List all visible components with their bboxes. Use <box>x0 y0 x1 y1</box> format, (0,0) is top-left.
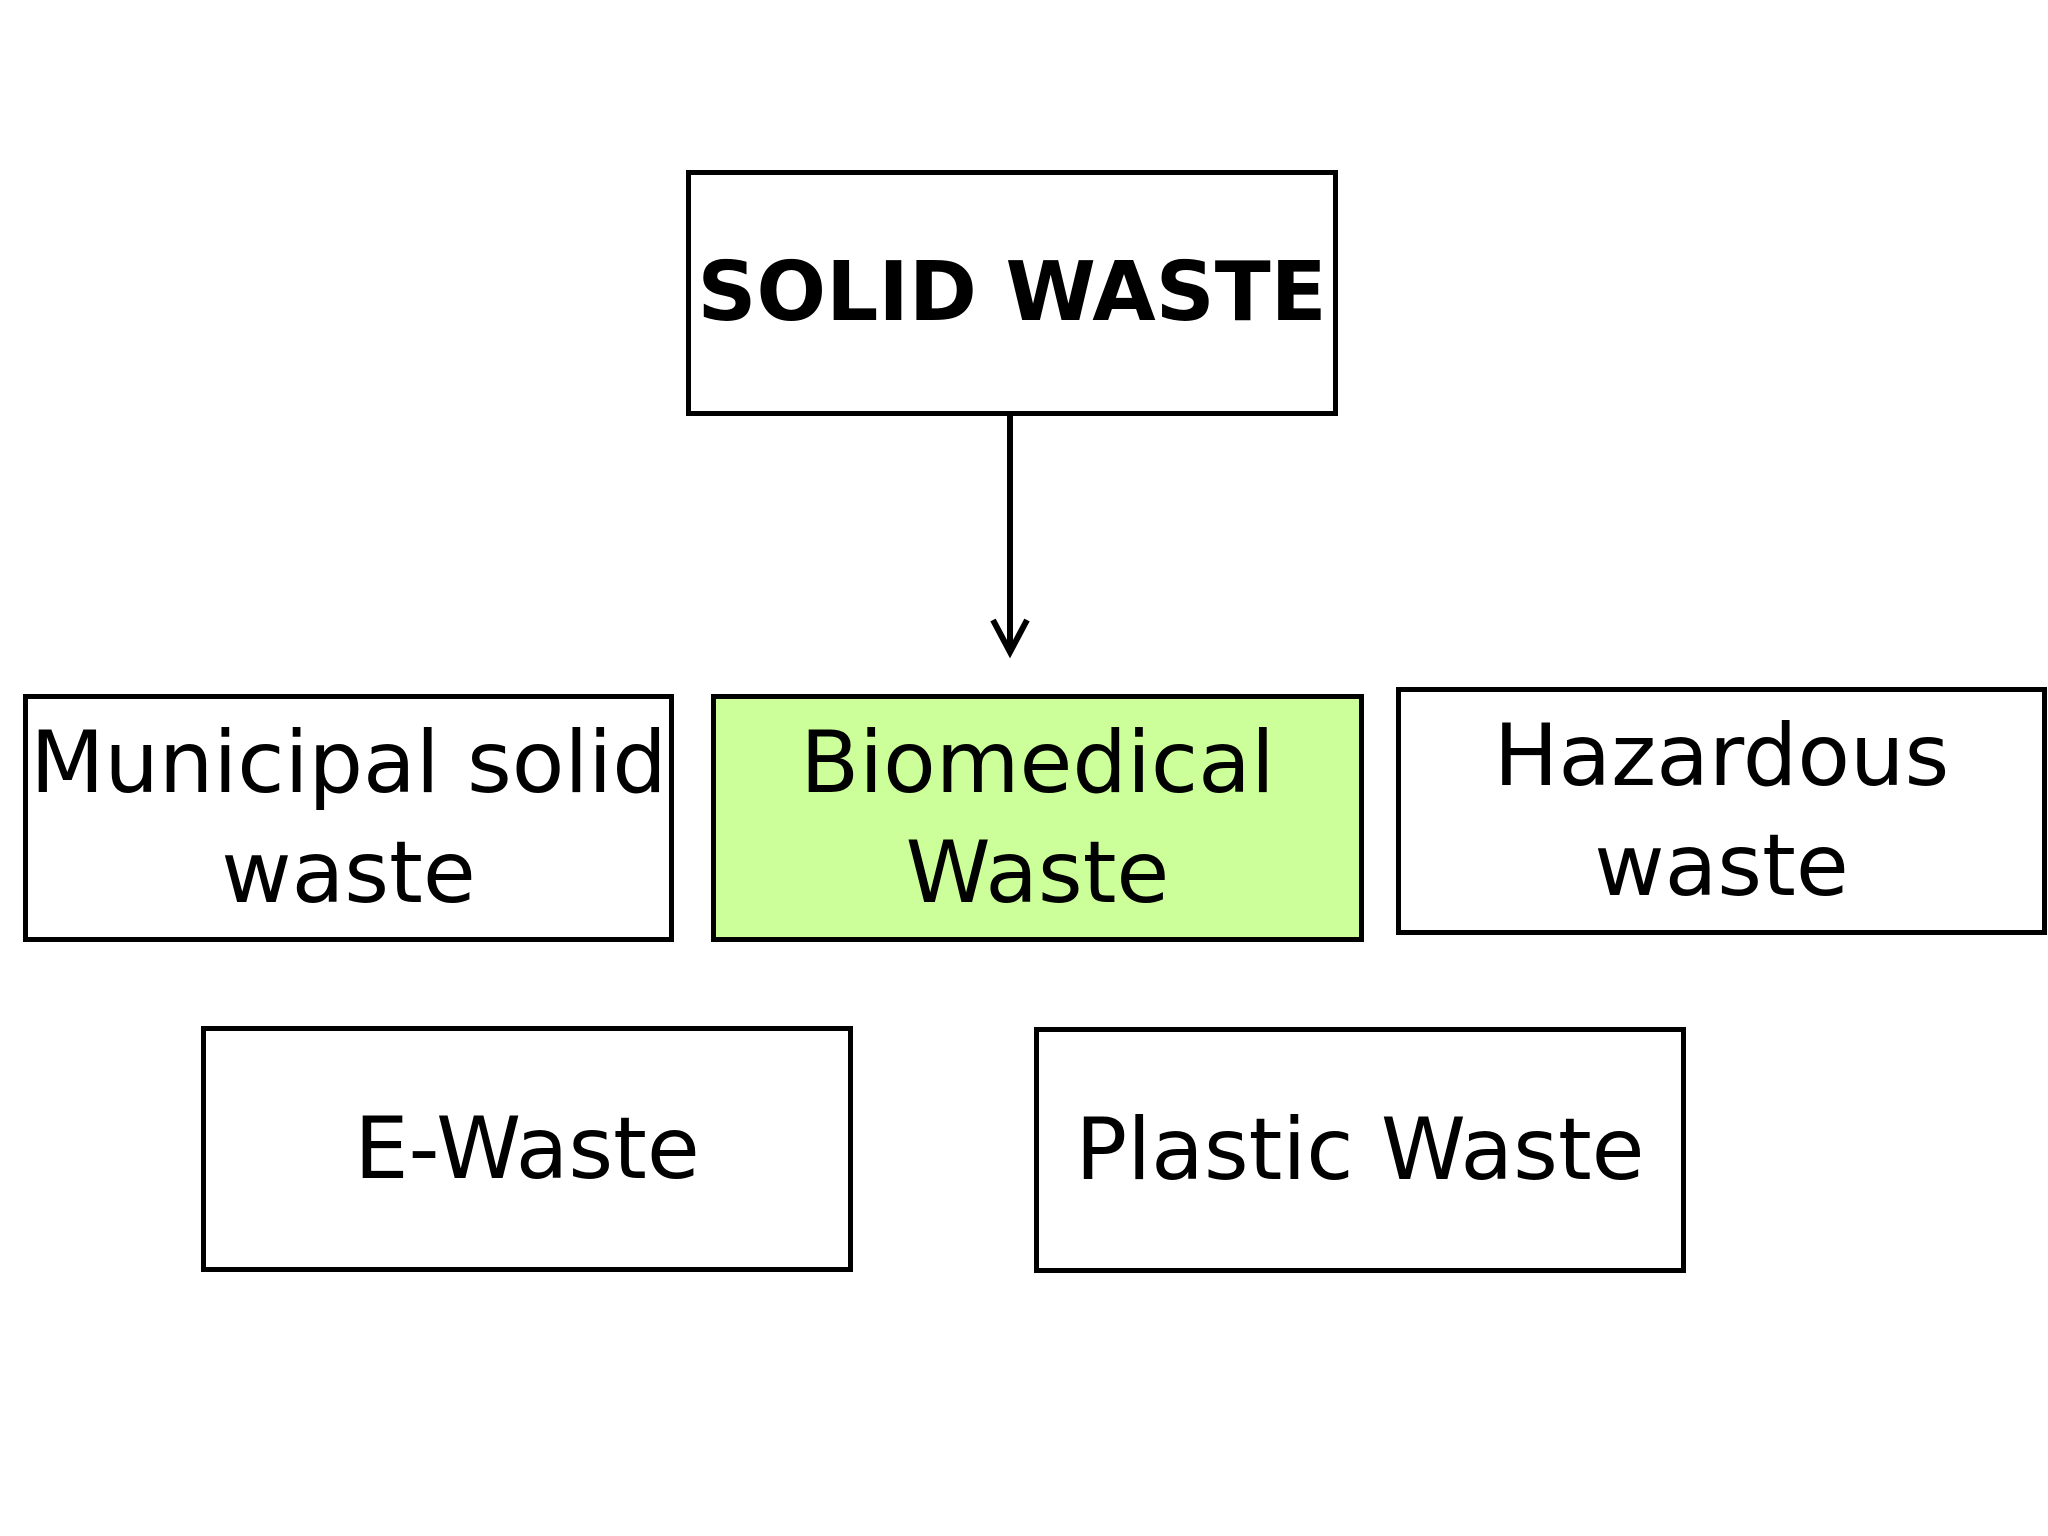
node-hazardous-waste: Hazardous waste <box>1396 687 2047 935</box>
node-e-waste: E-Waste <box>201 1026 853 1272</box>
node-solid-waste-label: SOLID WASTE <box>697 245 1327 340</box>
node-plastic-label: Plastic Waste <box>1075 1100 1645 1200</box>
node-plastic-waste: Plastic Waste <box>1034 1027 1686 1273</box>
node-biomedical-waste: Biomedical Waste <box>711 694 1364 942</box>
node-hazardous-label-line-2: waste <box>1594 816 1849 916</box>
node-solid-waste: SOLID WASTE <box>686 170 1338 416</box>
node-hazardous-label-line-1: Hazardous <box>1493 706 1950 806</box>
node-municipal-solid-waste: Municipal solid waste <box>23 694 674 942</box>
node-biomedical-label-line-2: Waste <box>905 823 1170 923</box>
node-municipal-label-line-2: waste <box>221 823 476 923</box>
arrow-head-icon <box>990 618 1030 659</box>
node-biomedical-label-line-1: Biomedical <box>800 713 1275 813</box>
node-municipal-label-line-1: Municipal solid <box>30 713 667 813</box>
node-ewaste-label: E-Waste <box>354 1099 700 1199</box>
